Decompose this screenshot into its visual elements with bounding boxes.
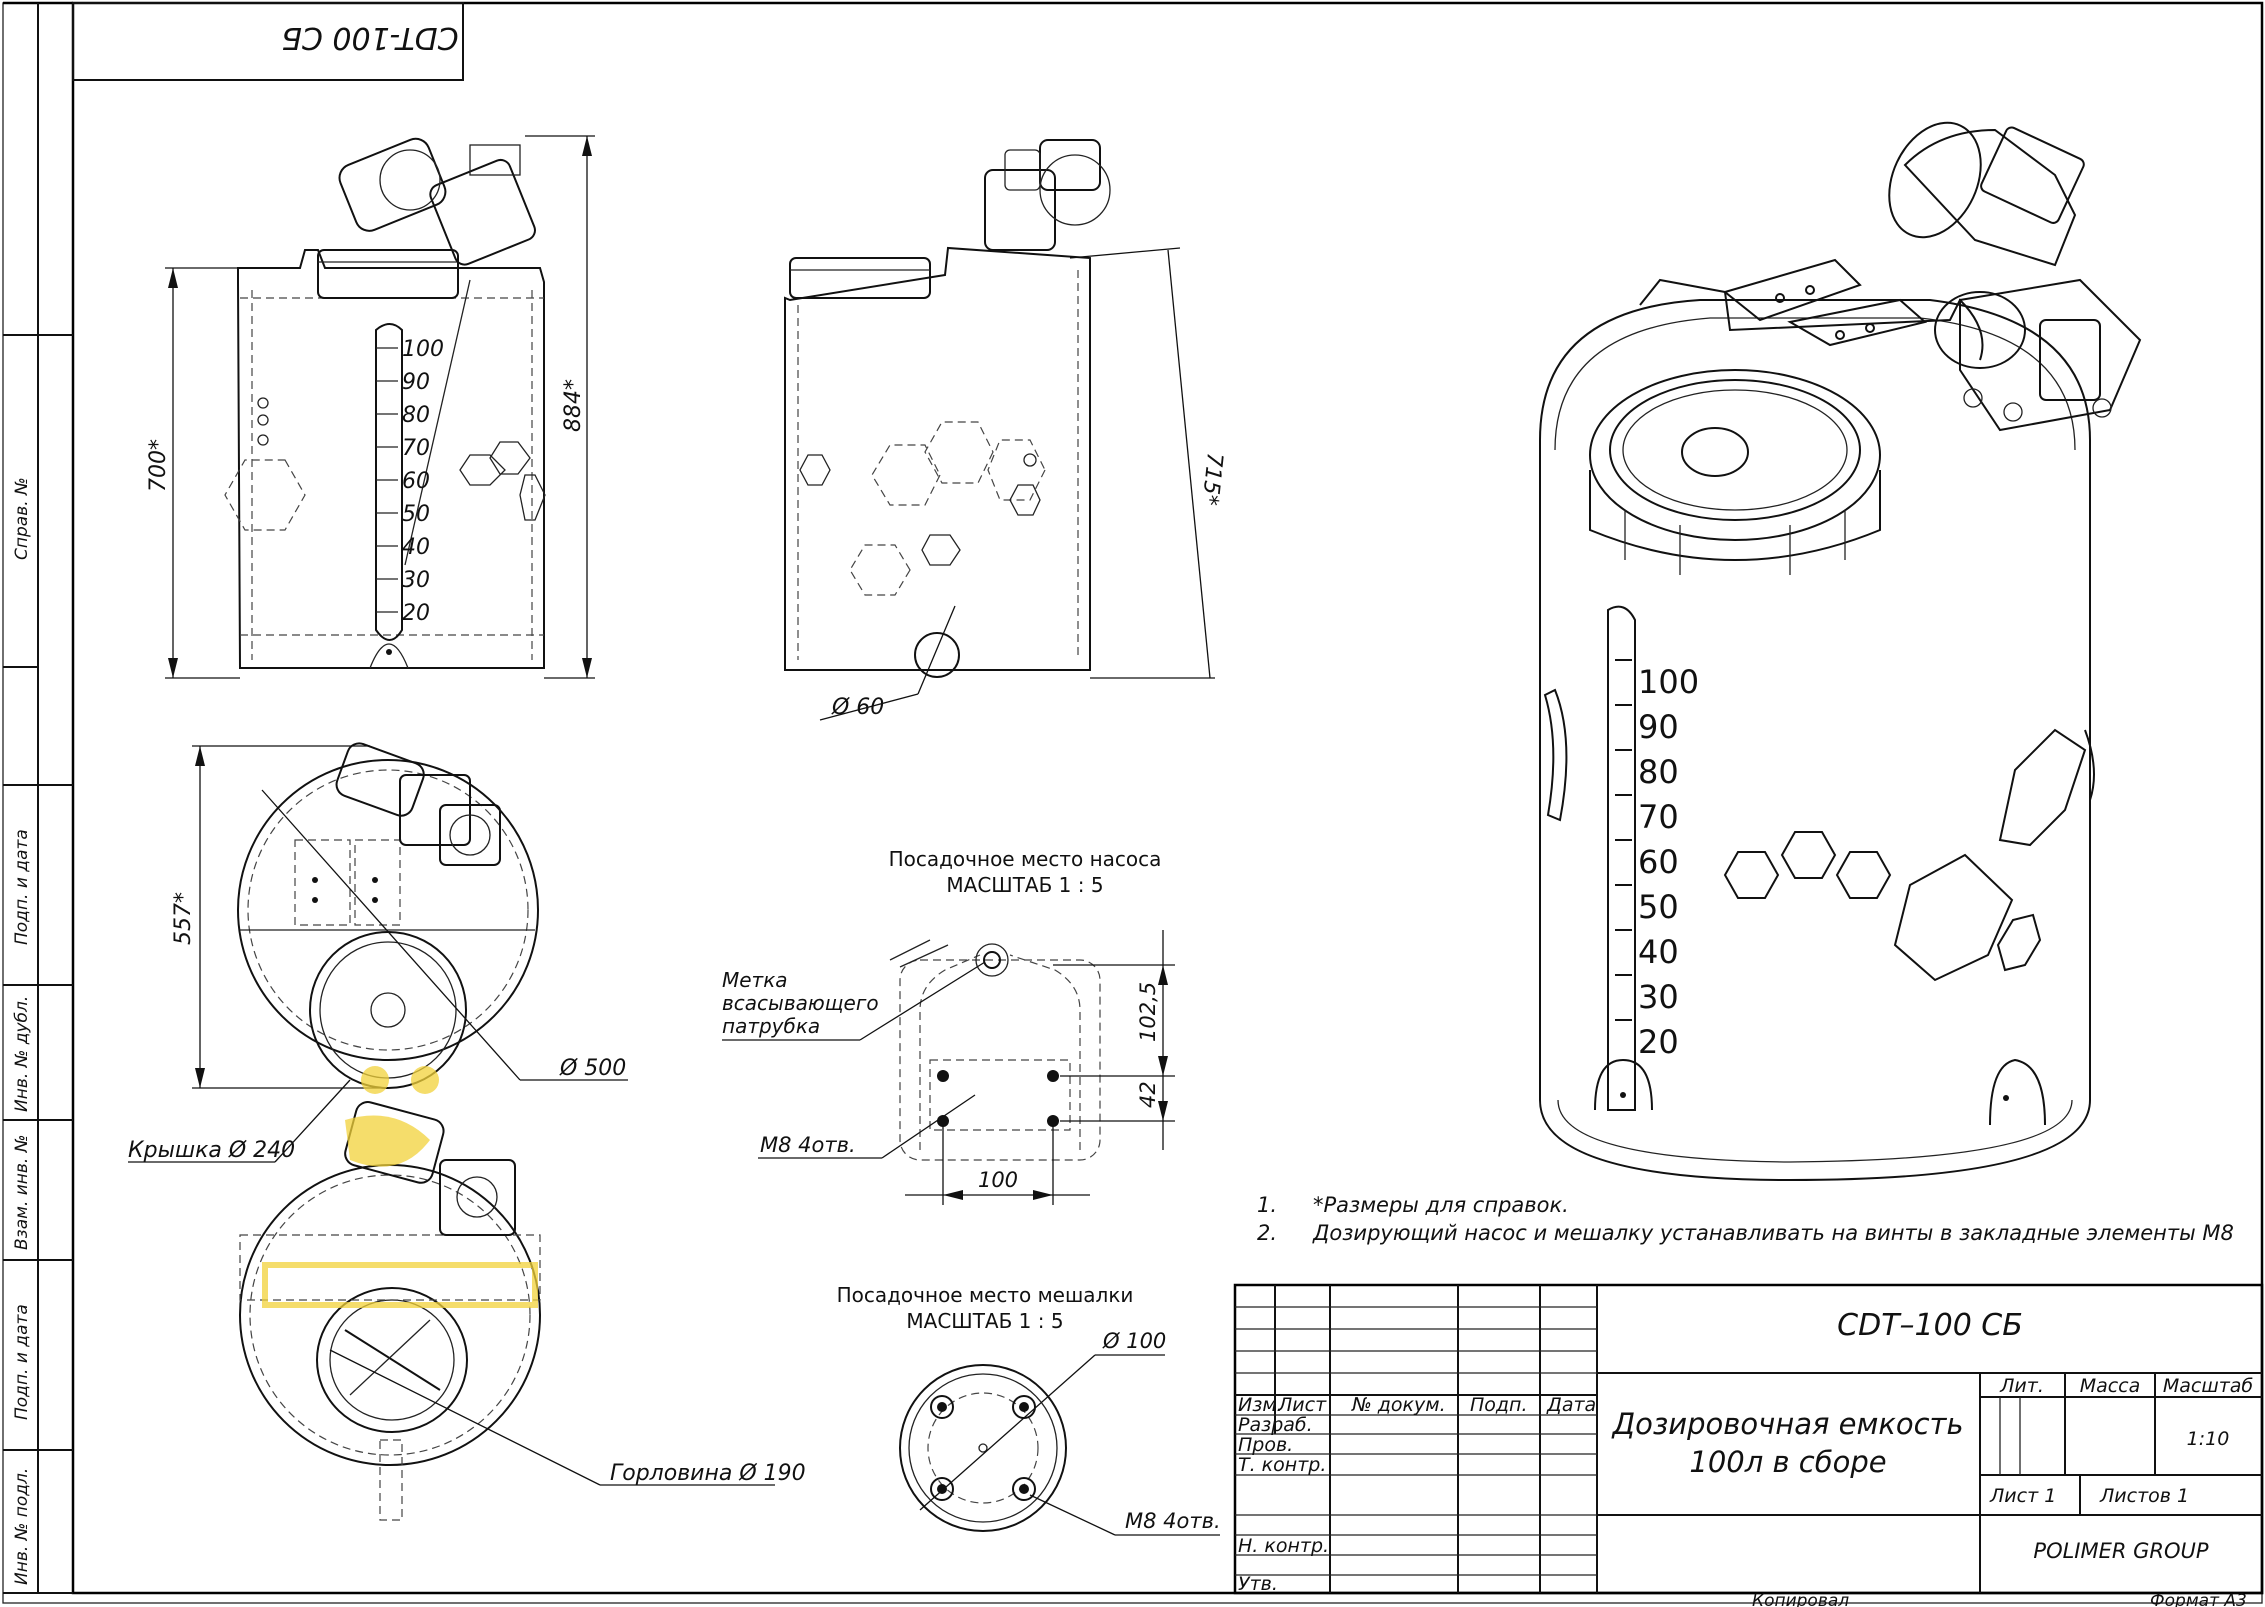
front-dim-700: 700* xyxy=(146,439,171,492)
svg-text:30: 30 xyxy=(402,568,430,593)
note-2-text: Дозирующий насос и мешалку устанавливать… xyxy=(1312,1221,2234,1245)
top-stamp: CDT-100 СБ xyxy=(72,2,464,81)
tb-row-utv: Утв. xyxy=(1238,1573,1278,1595)
svg-text:60: 60 xyxy=(402,469,430,494)
side-strip: Справ. № Подп. и дата Инв. № дубл. Взам.… xyxy=(3,3,73,1594)
tb-masshtab: Масштаб xyxy=(2163,1375,2254,1397)
tb-designation: CDT–100 СБ xyxy=(1837,1308,2023,1343)
note-1-num: 1. xyxy=(1257,1193,1277,1217)
tb-col-podp: Подп. xyxy=(1470,1394,1528,1416)
strip-vzam: Взам. инв. № xyxy=(12,1135,32,1250)
mixer-bolt-holes xyxy=(930,1395,1036,1501)
side-dim-715: 715* xyxy=(1196,451,1226,506)
strip-podp2: Подп. и дата xyxy=(12,1304,32,1420)
tb-row-prov: Пров. xyxy=(1238,1434,1293,1456)
tb-company: POLIMER GROUP xyxy=(2033,1539,2209,1563)
notes: 1. *Размеры для справок. 2. Дозирующий н… xyxy=(1257,1193,2234,1245)
svg-text:100: 100 xyxy=(1638,663,1699,701)
pump-mark-label-1: Метка xyxy=(722,968,788,992)
mixer-seat-detail: Посадочное место мешалки МАСШТАБ 1 : 5 Ø… xyxy=(837,1283,1221,1536)
pump-dim-100: 100 xyxy=(978,1168,1018,1192)
svg-text:20: 20 xyxy=(1638,1023,1679,1061)
top-view: 557* Ø 500 Крышка Ø 240 xyxy=(128,742,628,1163)
tb-name-line1: Дозировочная емкость xyxy=(1610,1407,1963,1441)
isometric-view: 100 90 80 70 60 50 40 30 20 xyxy=(1539,121,2142,1182)
side-dim-60: Ø 60 xyxy=(831,695,884,720)
bottom-view: Горловина Ø 190 xyxy=(239,1066,806,1521)
tb-name-line2: 100л в сборе xyxy=(1689,1445,1886,1479)
tb-row-nkontr: Н. контр. xyxy=(1238,1535,1329,1557)
mixer-seat-scale: МАСШТАБ 1 : 5 xyxy=(906,1309,1063,1333)
tb-lit: Лит. xyxy=(1999,1375,2044,1397)
tb-scale-value: 1:10 xyxy=(2187,1428,2230,1450)
side-view: Ø 60 715* xyxy=(784,139,1227,721)
svg-text:90: 90 xyxy=(1638,708,1679,746)
tb-col-izm: Изм. xyxy=(1238,1394,1283,1416)
tb-row-razrab: Разраб. xyxy=(1238,1414,1313,1436)
pump-seat-detail: Посадочное место насоса МАСШТАБ 1 : 5 10… xyxy=(722,847,1175,1205)
front-scale: 100 90 80 70 60 50 40 30 20 xyxy=(376,337,444,626)
svg-text:50: 50 xyxy=(1638,888,1679,926)
tb-sheet: Лист 1 xyxy=(1989,1485,2056,1507)
top-dim-500: Ø 500 xyxy=(559,1056,626,1081)
tb-copied: Копировал xyxy=(1752,1591,1849,1607)
svg-text:100: 100 xyxy=(402,337,444,362)
strip-inv-dubl: Инв. № дубл. xyxy=(12,996,32,1112)
top-dim-557: 557* xyxy=(171,892,196,945)
pump-bolt-label: M8 4отв. xyxy=(760,1133,856,1157)
tb-col-data: Дата xyxy=(1546,1394,1596,1416)
pump-seat-scale: МАСШТАБ 1 : 5 xyxy=(946,873,1103,897)
svg-text:20: 20 xyxy=(402,601,430,626)
front-dim-884: 884* xyxy=(561,379,586,432)
strip-podp1: Подп. и дата xyxy=(12,829,32,945)
pump-seat-title: Посадочное место насоса xyxy=(889,847,1162,871)
tb-col-list: Лист xyxy=(1277,1394,1327,1416)
tb-col-dokum: № докум. xyxy=(1351,1394,1446,1416)
pump-dim-42: 42 xyxy=(1136,1081,1160,1108)
top-stamp-text: CDT-100 СБ xyxy=(281,20,458,55)
top-dim-lid: Крышка Ø 240 xyxy=(128,1138,295,1163)
svg-text:90: 90 xyxy=(402,370,430,395)
tb-row-tkontr: Т. контр. xyxy=(1238,1454,1326,1476)
note-2-num: 2. xyxy=(1257,1221,1277,1245)
front-view: 100 90 80 70 60 50 40 30 20 700* 884* xyxy=(146,135,595,679)
tb-massa: Масса xyxy=(2080,1375,2141,1397)
svg-text:60: 60 xyxy=(1638,843,1679,881)
svg-text:30: 30 xyxy=(1638,978,1679,1016)
strip-inv-podl: Инв. № подл. xyxy=(12,1468,32,1585)
strip-sprav: Справ. № xyxy=(12,477,32,560)
svg-text:80: 80 xyxy=(1638,753,1679,791)
mixer-seat-title: Посадочное место мешалки xyxy=(837,1283,1134,1307)
mixer-dim-100: Ø 100 xyxy=(1102,1329,1166,1353)
mixer-bolt-label: M8 4отв. xyxy=(1125,1509,1221,1533)
svg-text:70: 70 xyxy=(402,436,430,461)
svg-text:40: 40 xyxy=(402,535,430,560)
pump-mark-label-3: патрубка xyxy=(722,1014,820,1038)
watermark-logo xyxy=(262,1066,538,1308)
svg-text:50: 50 xyxy=(402,502,430,527)
tb-sheets: Листов 1 xyxy=(2099,1485,2189,1507)
svg-text:70: 70 xyxy=(1638,798,1679,836)
pump-dim-102: 102,5 xyxy=(1136,982,1160,1042)
bottom-dim-neck: Горловина Ø 190 xyxy=(610,1461,806,1486)
pump-mark-label-2: всасывающего xyxy=(722,991,879,1015)
note-1-text: *Размеры для справок. xyxy=(1313,1193,1569,1217)
svg-text:80: 80 xyxy=(402,403,430,428)
svg-text:40: 40 xyxy=(1638,933,1679,971)
tb-format: Формат A3 xyxy=(2150,1591,2247,1607)
iso-scale: 100 90 80 70 60 50 40 30 20 xyxy=(1615,659,1699,1061)
drawing-frame xyxy=(71,1,2264,1595)
title-block: CDT–100 СБ Дозировочная емкость 100л в с… xyxy=(1233,1283,2264,1595)
